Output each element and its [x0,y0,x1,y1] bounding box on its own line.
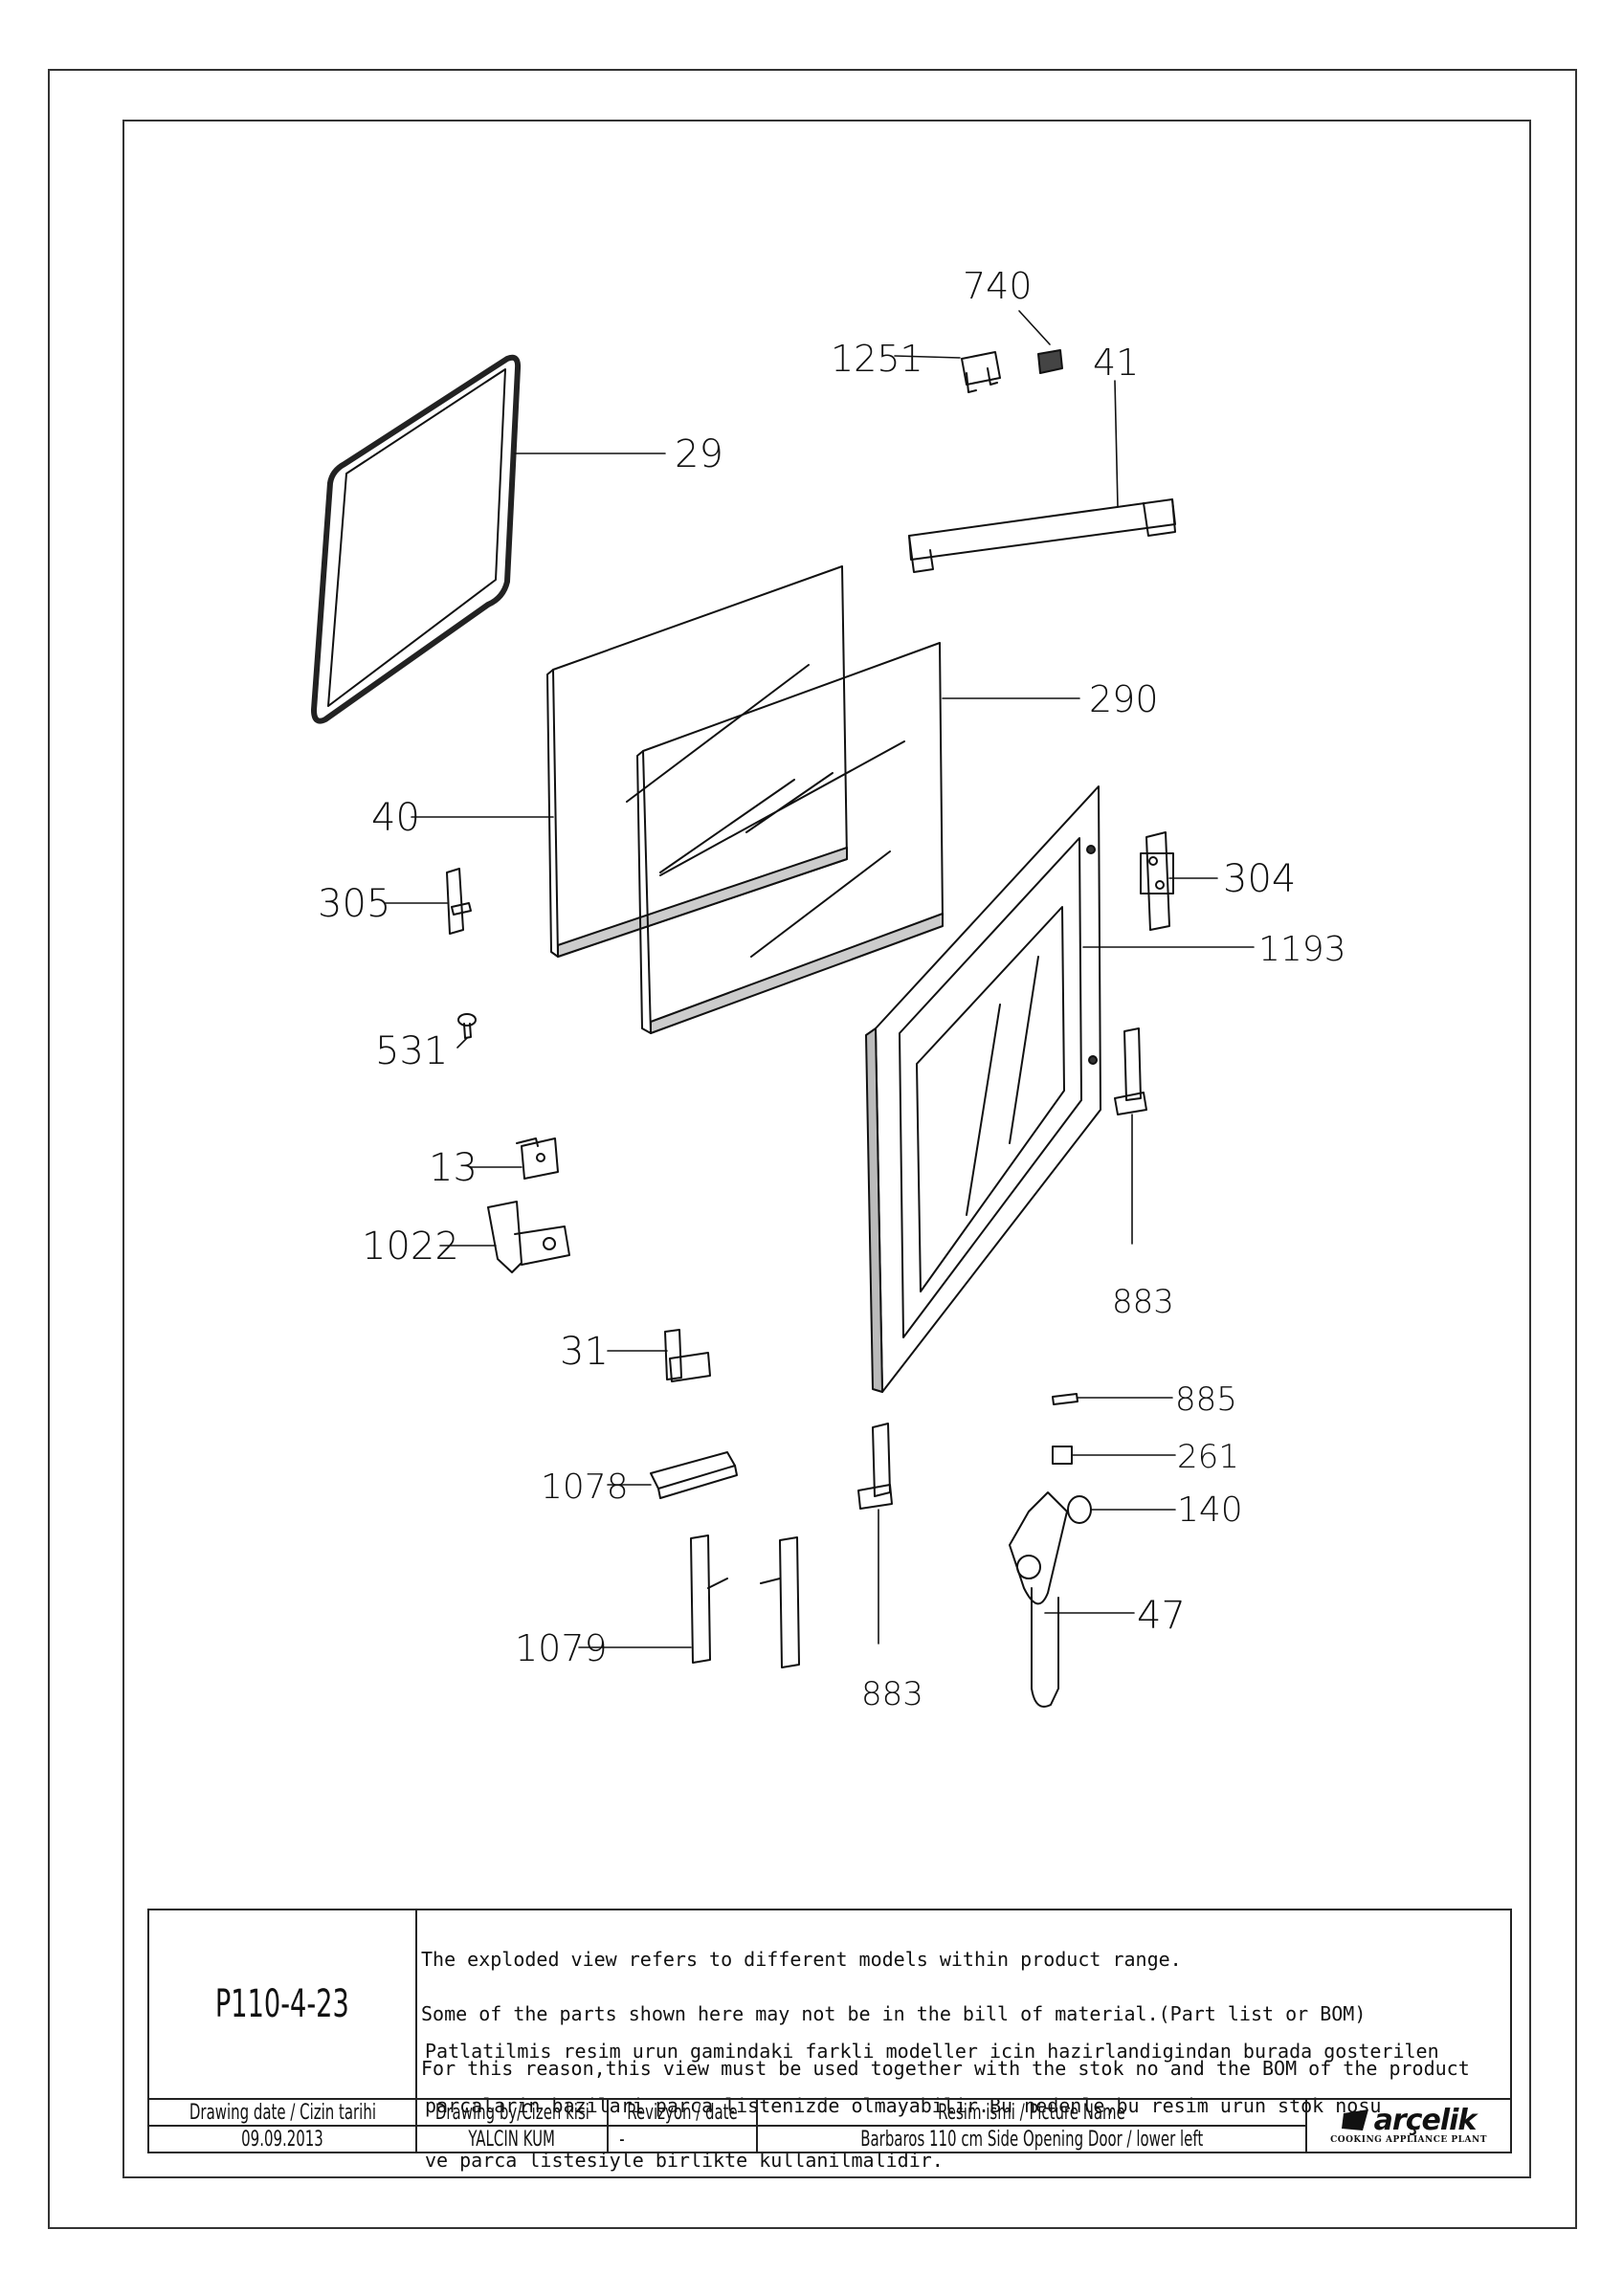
part-1079-rails [690,1534,800,1668]
arcelik-swoosh-icon [1341,2109,1368,2130]
part-41-trim [908,498,1176,573]
part-13-hinge [516,1137,559,1180]
name-value: Barbaros 110 cm Side Opening Door / lowe… [860,2127,1203,2152]
date-value-cell: 09.09.2013 [147,2125,417,2153]
part-140-washer [1067,1495,1092,1524]
brand-name: arçelik [1373,2104,1478,2137]
drawing-code-cell: P110-4-23 [147,1909,417,2100]
part-740-insert [1037,349,1063,374]
callout-261: 261 [1177,1438,1239,1476]
rev-header-cell: Revizyon / date [607,2098,758,2127]
callout-140: 140 [1177,1490,1243,1530]
part-29-gasket [311,354,522,724]
name-header: Resim ismi / Picture Name [938,2100,1125,2125]
date-header-cell: Drawing date / Cizin tarihi [147,2098,417,2127]
inner-border [122,120,1531,2178]
callout-29: 29 [675,432,723,476]
rev-header: Revizyon / date [627,2100,738,2125]
callout-305: 305 [318,882,390,926]
rev-value-cell: - [607,2125,758,2153]
note-tr-3: ve parca listesiyle birlikte kullanilmal… [425,2149,944,2172]
part-1193-door [865,785,1101,1393]
notes-cell: The exploded view refers to different mo… [415,1909,1512,2170]
part-305-plate [446,868,472,935]
callout-531: 531 [375,1029,448,1073]
callout-1251: 1251 [831,338,923,380]
part-531-screw [457,1013,477,1039]
note-en-3: For this reason,this view must be used t… [421,2057,1470,2080]
callout-883-b: 883 [861,1675,923,1713]
callout-883-a: 883 [1112,1283,1174,1321]
callout-304: 304 [1223,857,1296,901]
callout-1079: 1079 [515,1627,608,1669]
part-883-bracket-b [857,1423,893,1510]
date-value: 09.09.2013 [241,2127,323,2152]
by-header-cell: Drawing by/Cizen kisi [415,2098,609,2127]
drawing-code: P110-4-23 [215,1982,349,2026]
part-261-nut [1052,1446,1073,1465]
part-290-glass [636,642,944,1034]
callout-13: 13 [429,1146,478,1190]
note-tr-2: parcalarin bazilari parca listenizde olm… [425,2094,1382,2117]
date-header: Drawing date / Cizin tarihi [189,2100,376,2125]
by-value-cell: YALCIN KUM [415,2125,609,2153]
brand-logo: arçelik [1341,2104,1478,2137]
leader-lines [384,310,1255,1648]
callout-1078: 1078 [541,1468,629,1507]
part-304-plate [1140,831,1174,931]
callout-1022: 1022 [362,1225,459,1269]
note-tr-1: Patlatilmis resim urun gamindaki farkli … [425,2040,1439,2063]
note-en-2: Some of the parts shown here may not be … [421,2002,1367,2025]
callout-labels: 740 1251 41 29 290 40 305 304 1193 531 1… [318,265,1346,1713]
part-1022-bracket [487,1201,570,1273]
callout-47: 47 [1137,1594,1186,1638]
by-header: Drawing by/Cizen kisi [434,2100,589,2125]
callout-1193: 1193 [1258,930,1346,969]
callout-31: 31 [560,1330,609,1374]
callout-885: 885 [1175,1380,1237,1419]
part-883-bracket-a [1114,1027,1147,1115]
callout-40: 40 [371,796,420,840]
callout-41: 41 [1093,342,1139,384]
outer-border [48,69,1577,2229]
callout-740: 740 [963,265,1033,307]
rev-value: - [619,2127,625,2152]
by-value: YALCIN KUM [468,2127,556,2152]
part-47-handle [1009,1491,1068,1708]
brand-subtitle: COOKING APPLIANCE PLANT [1330,2135,1487,2145]
part-40-glass [546,565,848,958]
part-885-screw [1052,1393,1078,1405]
name-header-cell: Resim ismi / Picture Name [756,2098,1307,2127]
part-1078-block [650,1451,738,1499]
logo-cell: arçelik COOKING APPLIANCE PLANT [1305,2098,1512,2153]
part-31-hinge [664,1329,711,1382]
part-1251-clip [961,351,1001,393]
name-value-cell: Barbaros 110 cm Side Opening Door / lowe… [756,2125,1307,2153]
title-block: P110-4-23 The exploded view refers to di… [147,1909,1512,2170]
callout-290: 290 [1089,678,1159,720]
note-en-1: The exploded view refers to different mo… [421,1948,1182,1971]
